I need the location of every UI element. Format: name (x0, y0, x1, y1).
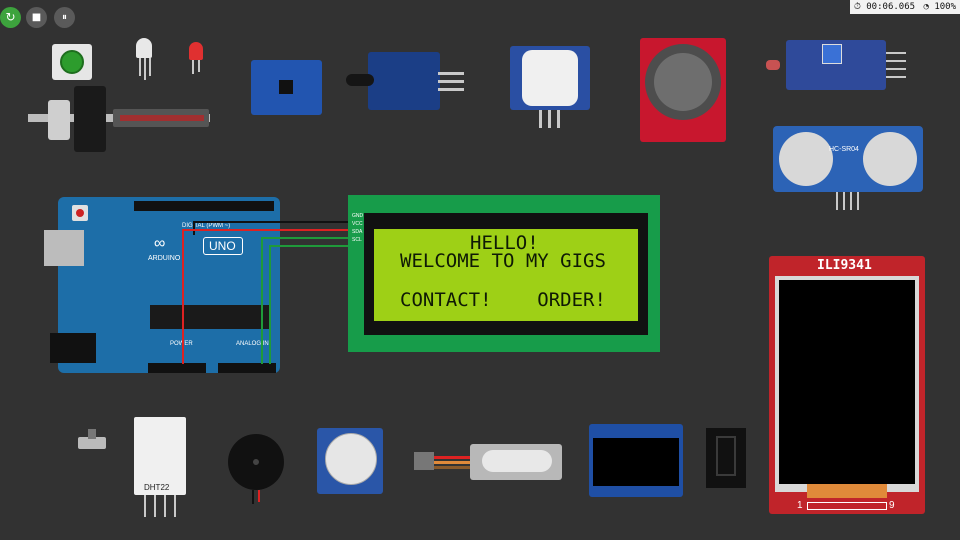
tft-connector (807, 484, 887, 498)
pir-motion-sensor[interactable] (510, 46, 590, 128)
restart-icon: ↻ (5, 10, 16, 24)
buzzer[interactable] (228, 434, 286, 504)
white-led[interactable] (133, 38, 155, 80)
pause-button[interactable]: ⏸ (54, 7, 75, 28)
tft-pin-last: 9 (889, 500, 895, 511)
rotary-potentiometer[interactable] (317, 428, 383, 494)
lcd-pin-scl: SCL (352, 237, 362, 243)
seven-segment-display[interactable] (706, 428, 746, 488)
simulation-status: ⏱ 00:06.065 ◔ 100% (849, 0, 960, 14)
tft-screen (775, 276, 919, 492)
lcd-pin-sda: SDA (352, 229, 363, 235)
restart-button[interactable]: ↻ (0, 7, 21, 28)
mpu6050-module[interactable] (251, 60, 322, 115)
ili9341-display[interactable]: ILI9341 1 9 (769, 256, 925, 514)
pushbutton[interactable] (52, 44, 92, 80)
lcd-line-1: HELLO! (470, 232, 539, 254)
uno-badge: UNO (203, 237, 243, 255)
stop-button[interactable]: ■ (26, 7, 47, 28)
dht22-sensor[interactable]: DHT22 (134, 417, 186, 519)
analog-label: ANALOG IN (236, 341, 269, 347)
potentiometer-knob[interactable] (325, 433, 377, 485)
joystick-knob[interactable] (654, 53, 712, 111)
lcd-screen: HELLO! WELCOME TO MY GIGS CONTACT! ORDER… (374, 229, 638, 321)
lcd-line-4: CONTACT! ORDER! (400, 289, 606, 311)
tft-pin-row (807, 502, 887, 510)
temperature-sensor-module[interactable] (346, 52, 464, 110)
analog-joystick[interactable] (640, 38, 726, 142)
slide-potentiometer[interactable] (28, 86, 210, 152)
pushbutton-cap[interactable] (60, 50, 84, 74)
speedometer-icon: ◔ (923, 2, 929, 12)
power-jack (50, 333, 96, 363)
power-header (148, 363, 206, 373)
pause-icon: ⏸ (62, 12, 67, 23)
lcd-pin-vcc: VCC (352, 221, 363, 227)
atmega-chip (150, 305, 270, 329)
arduino-logo: ∞ (154, 235, 166, 252)
arduino-brand: ARDUINO (148, 255, 181, 262)
power-label: POWER (170, 341, 193, 347)
tft-pin-first: 1 (797, 500, 803, 511)
digital-label: DIGITAL (PWM ~) (182, 223, 231, 229)
stop-icon: ■ (31, 12, 42, 23)
wire-sda (261, 237, 356, 364)
tft-title: ILI9341 (817, 258, 872, 273)
lcd-display[interactable]: GND VCC SDA SCL HELLO! WELCOME TO MY GIG… (348, 195, 660, 352)
ultrasonic-label: HC-SR04 (829, 146, 859, 153)
wire-scl (269, 245, 356, 364)
analog-header (218, 363, 276, 373)
slide-switch[interactable] (78, 429, 106, 455)
servo-motor[interactable] (414, 442, 562, 482)
photoresistor-module[interactable] (766, 40, 906, 90)
simulation-timer: 00:06.065 (866, 2, 916, 12)
red-led[interactable] (187, 42, 205, 74)
ultrasonic-sensor[interactable]: HC-SR04 (773, 126, 923, 212)
lcd-pin-gnd: GND (352, 213, 364, 219)
dht22-label: DHT22 (144, 483, 170, 492)
stopwatch-icon: ⏱ (853, 2, 861, 12)
digital-header (134, 201, 274, 211)
lcd-pin-labels: GND VCC SDA SCL (352, 213, 366, 245)
lcd-line-2: WELCOME TO MY GIGS (400, 250, 606, 272)
arduino-model: UNO (209, 239, 236, 253)
simulation-speed: 100% (934, 2, 956, 12)
wire-gnd (193, 221, 356, 235)
usb-port (44, 230, 84, 266)
oled-display[interactable] (589, 424, 683, 497)
slider-knob[interactable] (74, 86, 106, 152)
lcd-bezel: HELLO! WELCOME TO MY GIGS CONTACT! ORDER… (364, 213, 648, 335)
wire-vcc (182, 229, 356, 364)
arduino-uno[interactable]: DIGITAL (PWM ~) ∞ ARDUINO UNO POWER ANAL… (44, 197, 280, 373)
oled-screen (593, 438, 679, 486)
reset-button[interactable] (72, 205, 88, 221)
